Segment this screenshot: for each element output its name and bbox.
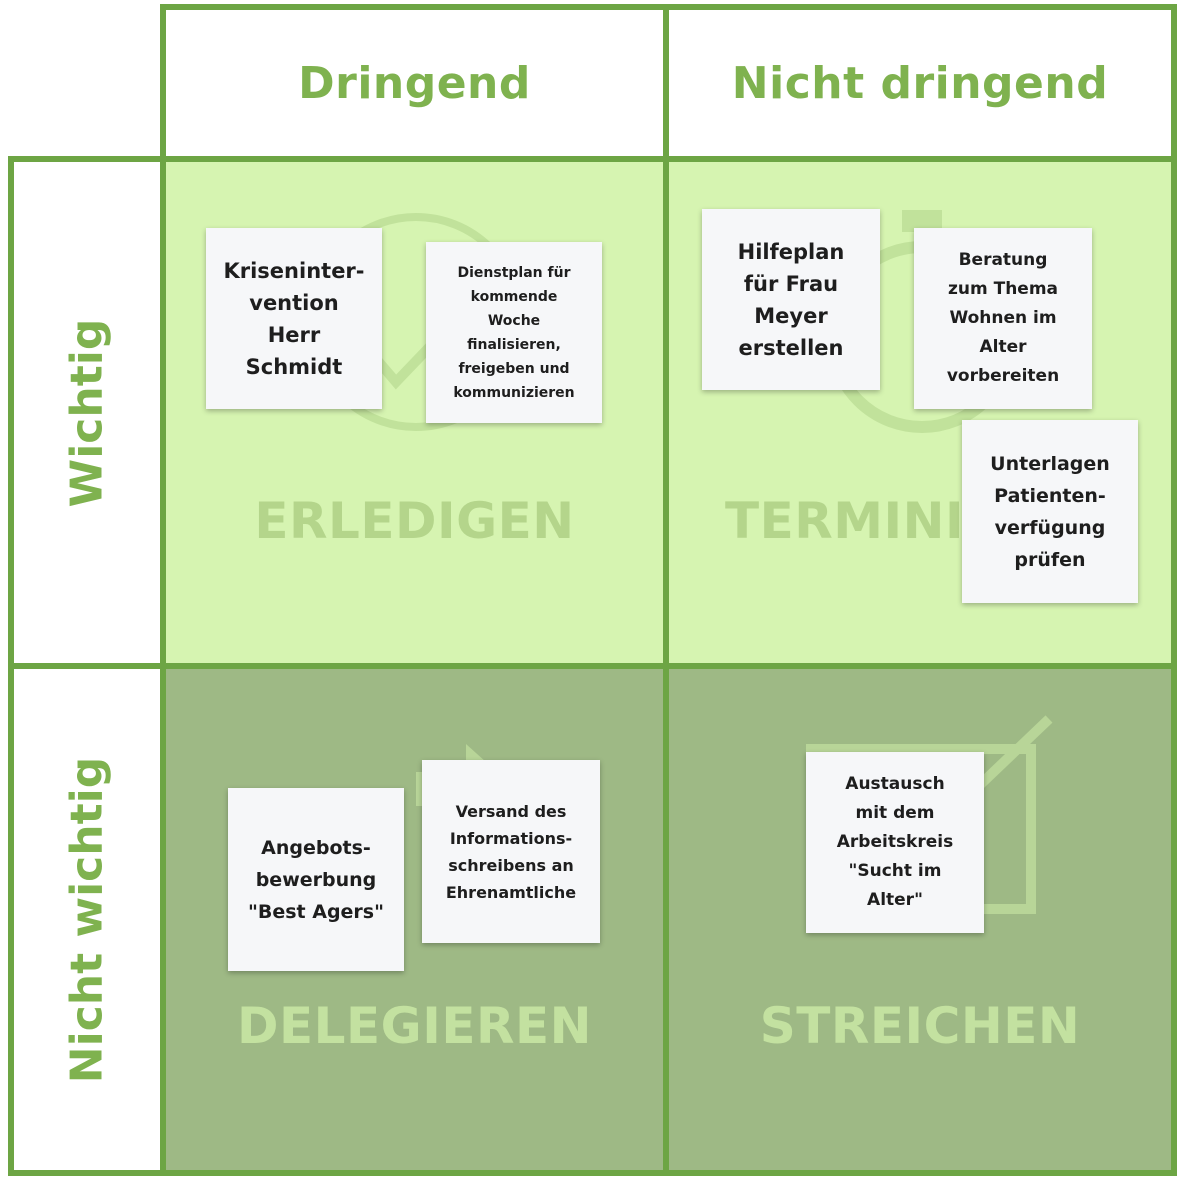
- quadrant-eliminate-label: STREICHEN: [759, 997, 1081, 1055]
- note-beratung[interactable]: Beratung zum Thema Wohnen im Alter vorbe…: [914, 228, 1092, 409]
- note-unterlagen[interactable]: Unterlagen Patienten- verfügung prüfen: [962, 420, 1138, 603]
- column-header-urgent: Dringend: [160, 4, 669, 162]
- note-krisenintervention[interactable]: Kriseninter- vention Herr Schmidt: [206, 228, 382, 409]
- quadrant-do-label: ERLEDIGEN: [254, 492, 575, 550]
- row-header-not-important-label: Nicht wichtig: [61, 756, 113, 1083]
- note-versand[interactable]: Versand des Informations- schreibens an …: [422, 760, 600, 943]
- quadrant-schedule-label: TERMINI: [725, 492, 965, 550]
- column-header-urgent-label: Dringend: [298, 57, 531, 109]
- quadrant-delegate-label: DELEGIEREN: [237, 997, 592, 1055]
- column-header-not-urgent: Nicht dringend: [663, 4, 1177, 162]
- note-austausch[interactable]: Austausch mit dem Arbeitskreis "Sucht im…: [806, 752, 984, 933]
- note-hilfeplan[interactable]: Hilfeplan für Frau Meyer erstellen: [702, 209, 880, 390]
- row-header-important: Wichtig: [8, 156, 166, 669]
- row-header-important-label: Wichtig: [61, 318, 113, 507]
- note-angebotsbewerbung[interactable]: Angebots- bewerbung "Best Agers": [228, 788, 404, 971]
- column-header-not-urgent-label: Nicht dringend: [731, 57, 1109, 109]
- note-dienstplan[interactable]: Dienstplan für kommende Woche finalisier…: [426, 242, 602, 423]
- row-header-not-important: Nicht wichtig: [8, 663, 166, 1176]
